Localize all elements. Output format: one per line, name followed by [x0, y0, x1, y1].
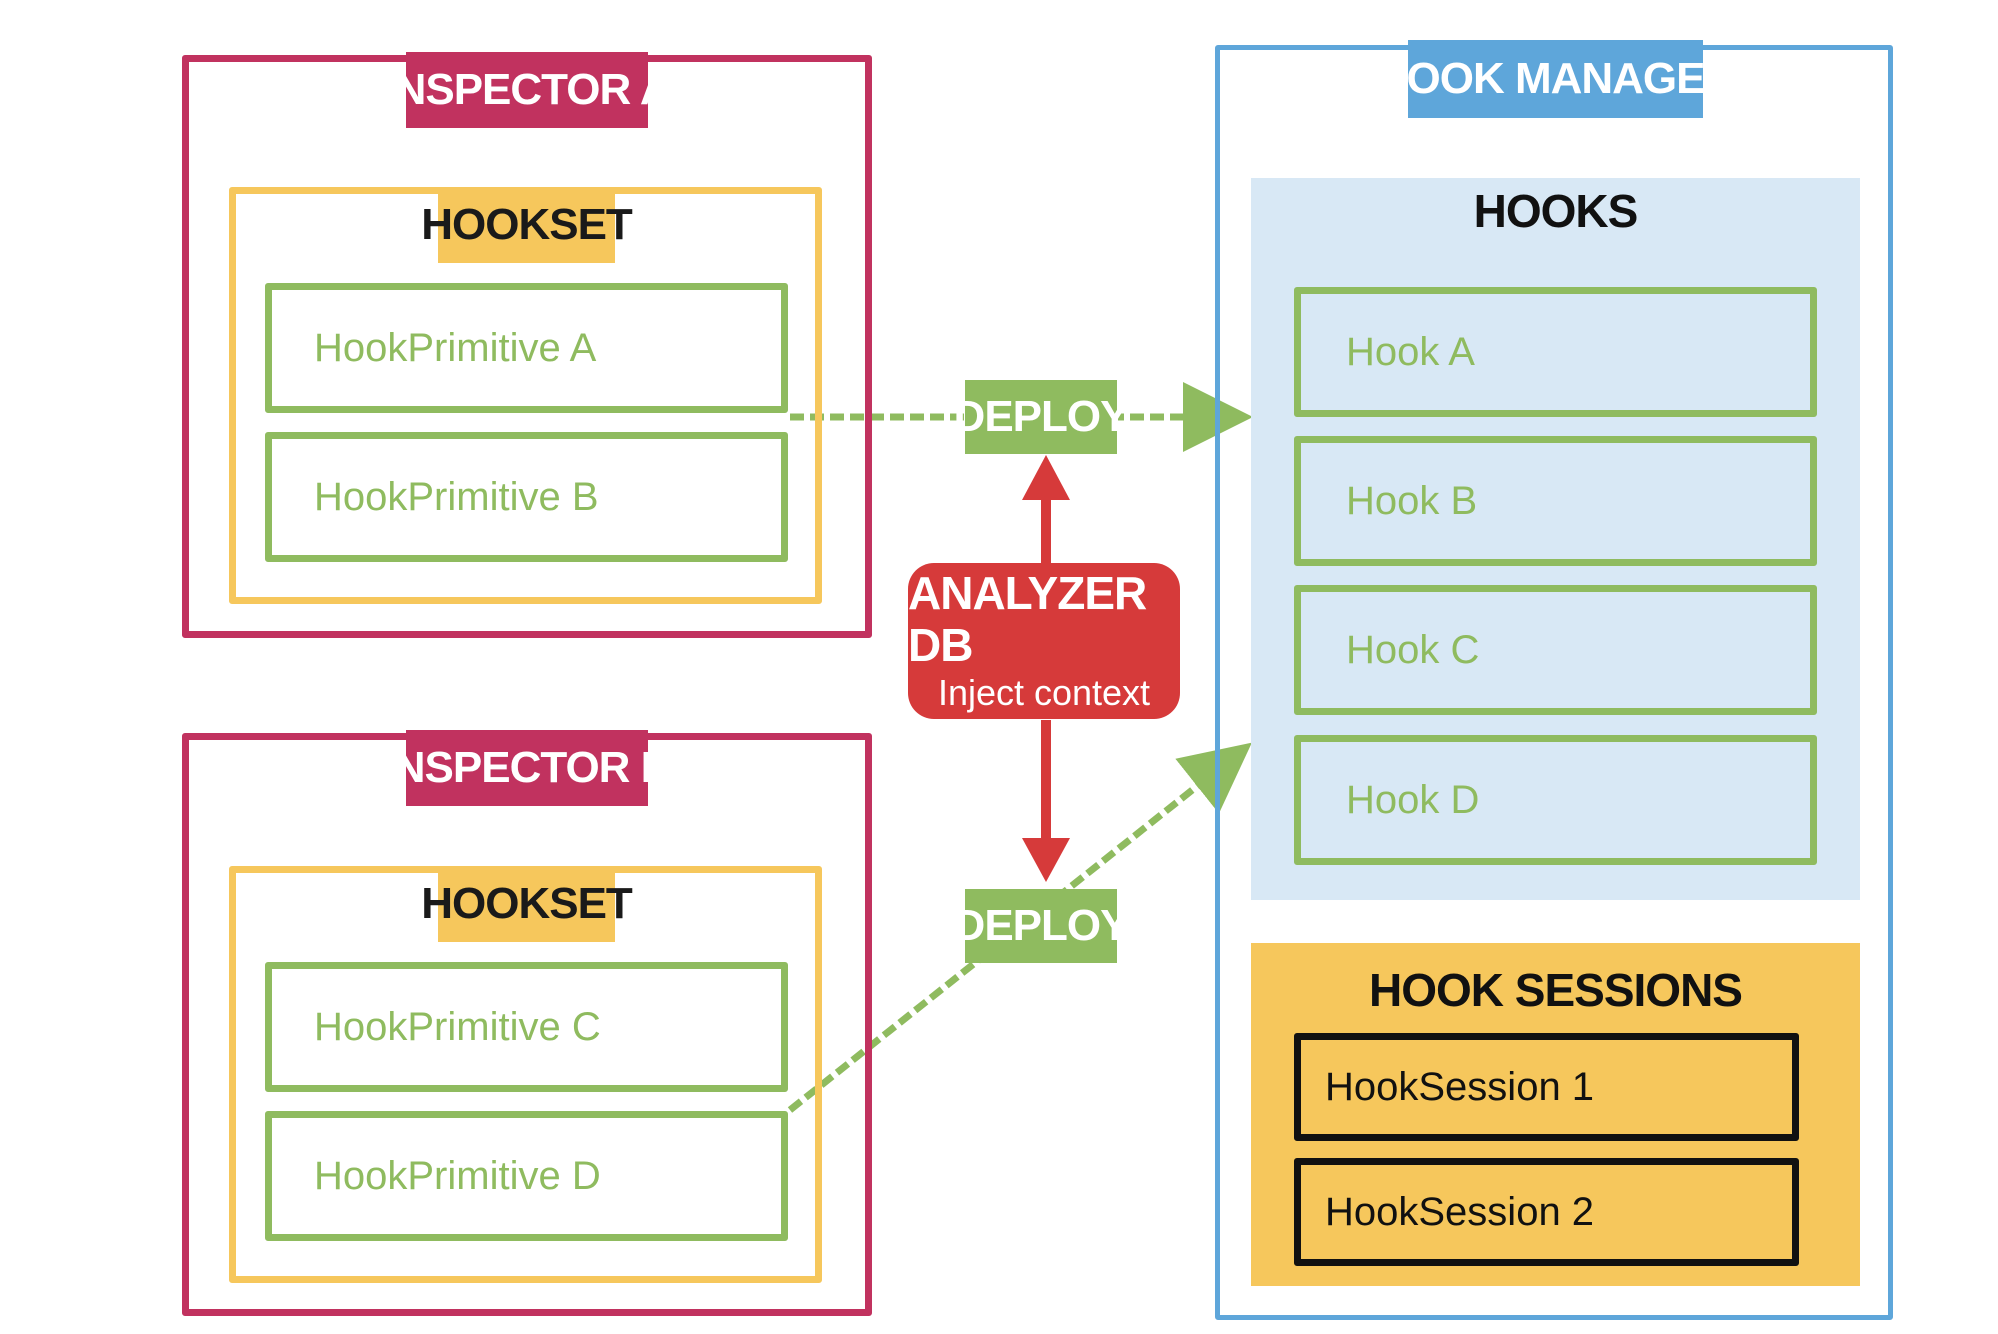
- analyzer-db: ANALYZER DB Inject context: [908, 563, 1180, 719]
- analyzer-subtitle: Inject context: [937, 672, 1151, 713]
- hook-d: Hook D: [1294, 735, 1817, 865]
- hookprimitive-c: HookPrimitive C: [265, 962, 788, 1092]
- inspector-b-title: INSPECTOR B: [383, 730, 672, 806]
- hooksession-2: HookSession 2: [1294, 1158, 1799, 1266]
- inspector-b-hookset-title: HOOKSET: [421, 866, 633, 942]
- inspector-a-title: INSPECTOR A: [383, 52, 672, 128]
- deploy-label-top: DEPLOY: [954, 380, 1129, 454]
- hooksession-1: HookSession 1: [1294, 1033, 1799, 1141]
- hook-c: Hook C: [1294, 585, 1817, 715]
- hook-sessions-panel: [1251, 943, 1860, 1286]
- hook-sessions-title: HOOK SESSIONS: [1369, 964, 1743, 1016]
- hookprimitive-a: HookPrimitive A: [265, 283, 788, 413]
- hook-b: Hook B: [1294, 436, 1817, 566]
- analyzer-title: ANALYZER DB: [908, 567, 1147, 671]
- hookprimitive-b: HookPrimitive B: [265, 432, 788, 562]
- analyzer-arrowhead-down: [1022, 838, 1070, 882]
- hookprimitive-d: HookPrimitive D: [265, 1111, 788, 1241]
- inspector-a-hookset-title: HOOKSET: [421, 187, 633, 263]
- deploy-label-bottom: DEPLOY: [954, 889, 1129, 963]
- hook-a: Hook A: [1294, 287, 1817, 417]
- analyzer-arrowhead-up: [1022, 455, 1070, 500]
- hooks-title: HOOKS: [1473, 185, 1639, 237]
- hooks-panel: [1251, 178, 1860, 900]
- hook-manager-title: HOOK MANAGER: [1376, 40, 1736, 118]
